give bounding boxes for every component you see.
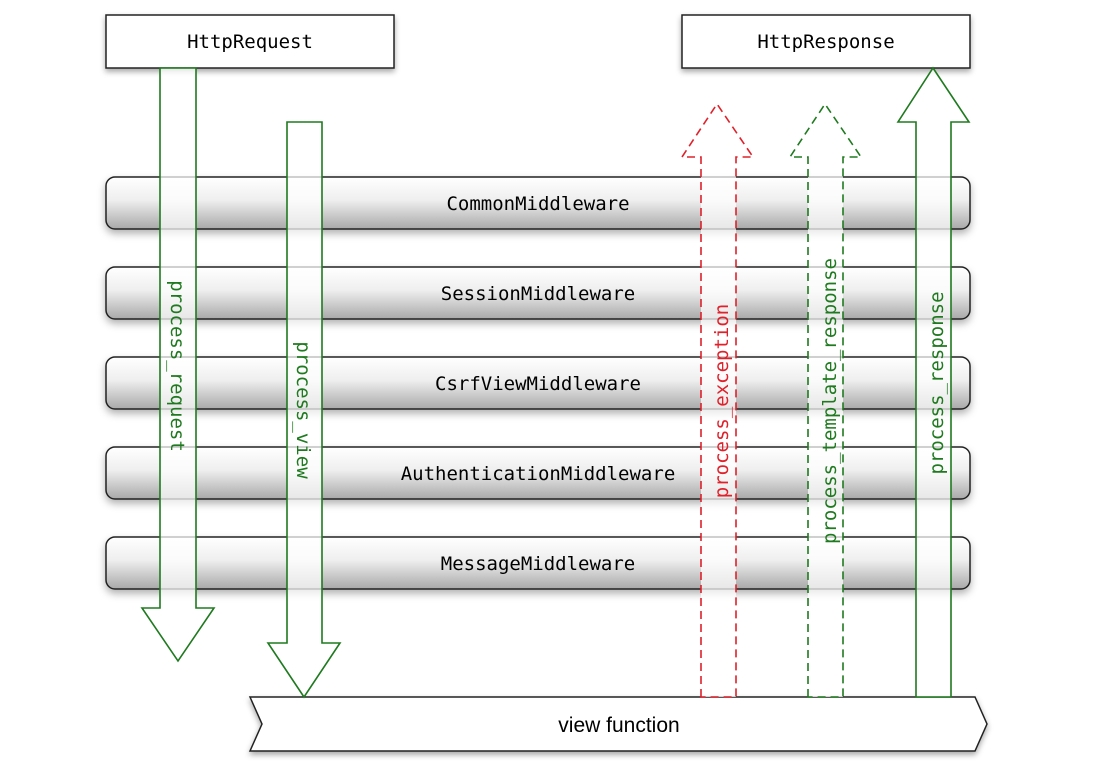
view-function-label: view function <box>558 714 679 737</box>
process-request-arrow: process_request <box>140 67 216 663</box>
process-template-response-arrow: process_template_response <box>788 102 863 698</box>
middleware-label: CommonMiddleware <box>446 193 629 215</box>
process-template-response-label: process_template_response <box>819 258 841 544</box>
view-function-box <box>248 696 988 752</box>
http-response-label: HttpResponse <box>757 31 894 53</box>
http-request-box <box>105 14 395 69</box>
middleware-label: AuthenticationMiddleware <box>401 463 676 485</box>
middleware-label: MessageMiddleware <box>441 553 635 575</box>
http-response-box <box>681 14 971 69</box>
process-view-arrow: process_view <box>266 121 342 699</box>
process-request-label: process_request <box>166 280 188 452</box>
process-response-label: process_response <box>926 291 948 474</box>
http-request-label: HttpRequest <box>187 31 313 53</box>
middleware-label: CsrfViewMiddleware <box>435 373 641 395</box>
middleware-label: SessionMiddleware <box>441 283 635 305</box>
process-exception-label: process_exception <box>711 304 733 498</box>
process-response-arrow: process_response <box>896 66 971 698</box>
process-exception-arrow: process_exception <box>680 102 755 698</box>
process-view-label: process_view <box>292 341 314 479</box>
